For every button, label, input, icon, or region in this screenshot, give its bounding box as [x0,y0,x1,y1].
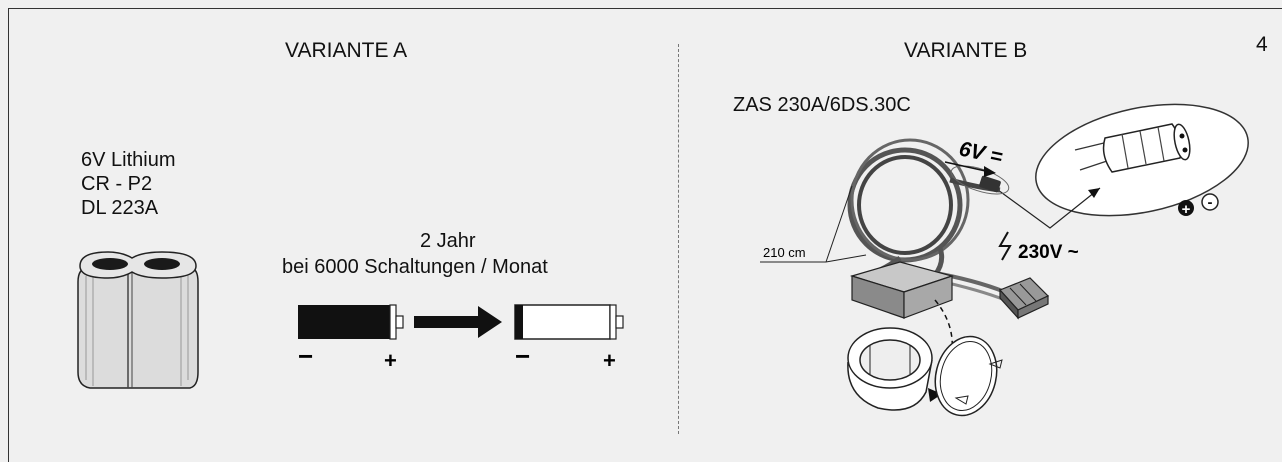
full-battery-minus: − [298,341,313,371]
flush-box-icon [847,327,933,411]
battery-type-line-2: CR - P2 [81,173,153,195]
coiled-cable [847,138,1001,277]
minus-terminal-icon: - [1201,193,1219,211]
minus-symbol: - [1208,194,1213,211]
discharge-arrow [414,306,502,338]
lifetime-line-1: 2 Jahr [420,230,476,252]
model-number: ZAS 230A/6DS.30C [733,94,911,116]
plus-symbol: + [1182,201,1191,218]
lifetime-line-2: bei 6000 Schaltungen / Monat [282,256,548,278]
empty-battery-icon [514,304,624,340]
plus-terminal-icon: + [1178,200,1194,218]
dc-direction-arrow [944,161,996,177]
ac-voltage-label: 230V ~ [1018,242,1079,263]
variant-divider [678,44,679,434]
terminal-block [998,277,1050,320]
cable-length-label: 210 cm [763,245,806,260]
lightning-icon [998,231,1012,261]
full-battery-plus: + [384,348,397,373]
dc-voltage-label: 6V = [957,137,1005,169]
page-frame [8,8,1282,462]
page-number: 4 [1256,33,1268,56]
cr-p2-battery-icon [77,251,199,389]
cover-ring-icon [934,335,1003,417]
cable-length-dimension [760,185,867,263]
dc-plug-icon [950,165,1010,195]
variant-a-title: VARIANTE A [285,39,408,62]
battery-type-line-3: DL 223A [81,197,159,219]
full-battery-icon [298,304,404,340]
transformer-box [849,261,955,319]
empty-battery-minus: − [515,341,530,371]
variant-b-title: VARIANTE B [904,39,1028,62]
connector-zoom-bubble [1035,103,1249,217]
battery-type-line-1: 6V Lithium [81,149,176,171]
empty-battery-plus: + [603,348,616,373]
